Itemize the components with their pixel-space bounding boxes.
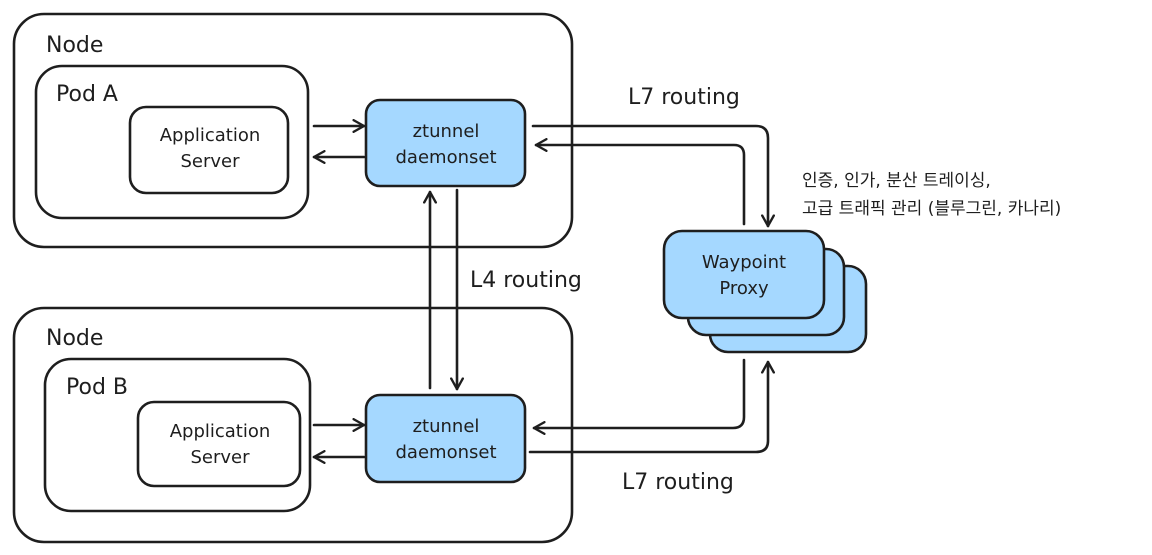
node-bottom-title: Node [46,326,103,351]
pod-a-app-server-line1: Application [160,125,261,146]
ztunnel-top-line2: daemonset [396,147,497,168]
pod-b-app-server-box [136,400,302,488]
ztunnel-bottom-line2: daemonset [396,442,497,463]
arrow-l7-bottom-to-waypoint [528,360,775,454]
label-l7-routing-top: L7 routing [628,85,740,110]
pod-b-app-server-line2: Server [190,447,250,468]
arrow-l7-top-from-waypoint [534,138,746,226]
ztunnel-bottom-line1: ztunnel [413,416,480,437]
label-l4-routing: L4 routing [470,268,582,293]
node-bottom-box [12,306,574,544]
label-features-line2: 고급 트래픽 관리 (블루그린, 카나리) [802,199,1061,219]
pod-b-box [43,357,312,513]
label-features-line1: 인증, 인가, 분산 트레이싱, [802,171,991,191]
pod-a-title: Pod A [56,82,118,107]
pod-a-app-server-box [128,105,290,195]
pod-b-title: Pod B [66,375,128,400]
ztunnel-top-line1: ztunnel [413,121,480,142]
pod-a-box [34,64,310,220]
ztunnel-top-box [364,98,527,188]
node-top-title: Node [46,33,103,58]
label-l7-routing-bottom: L7 routing [622,470,734,495]
arrow-l7-top-to-waypoint [531,124,775,228]
node-top-box [12,12,574,249]
arrow-l7-bottom-to-ztunnel [532,358,746,435]
waypoint-proxy-line1: Waypoint [702,252,786,273]
waypoint-proxy-box [662,229,826,320]
pod-b-app-server-line1: Application [170,421,271,442]
waypoint-proxy-line2: Proxy [719,278,769,299]
ztunnel-bottom-box [364,393,527,484]
pod-a-app-server-line2: Server [180,151,240,172]
